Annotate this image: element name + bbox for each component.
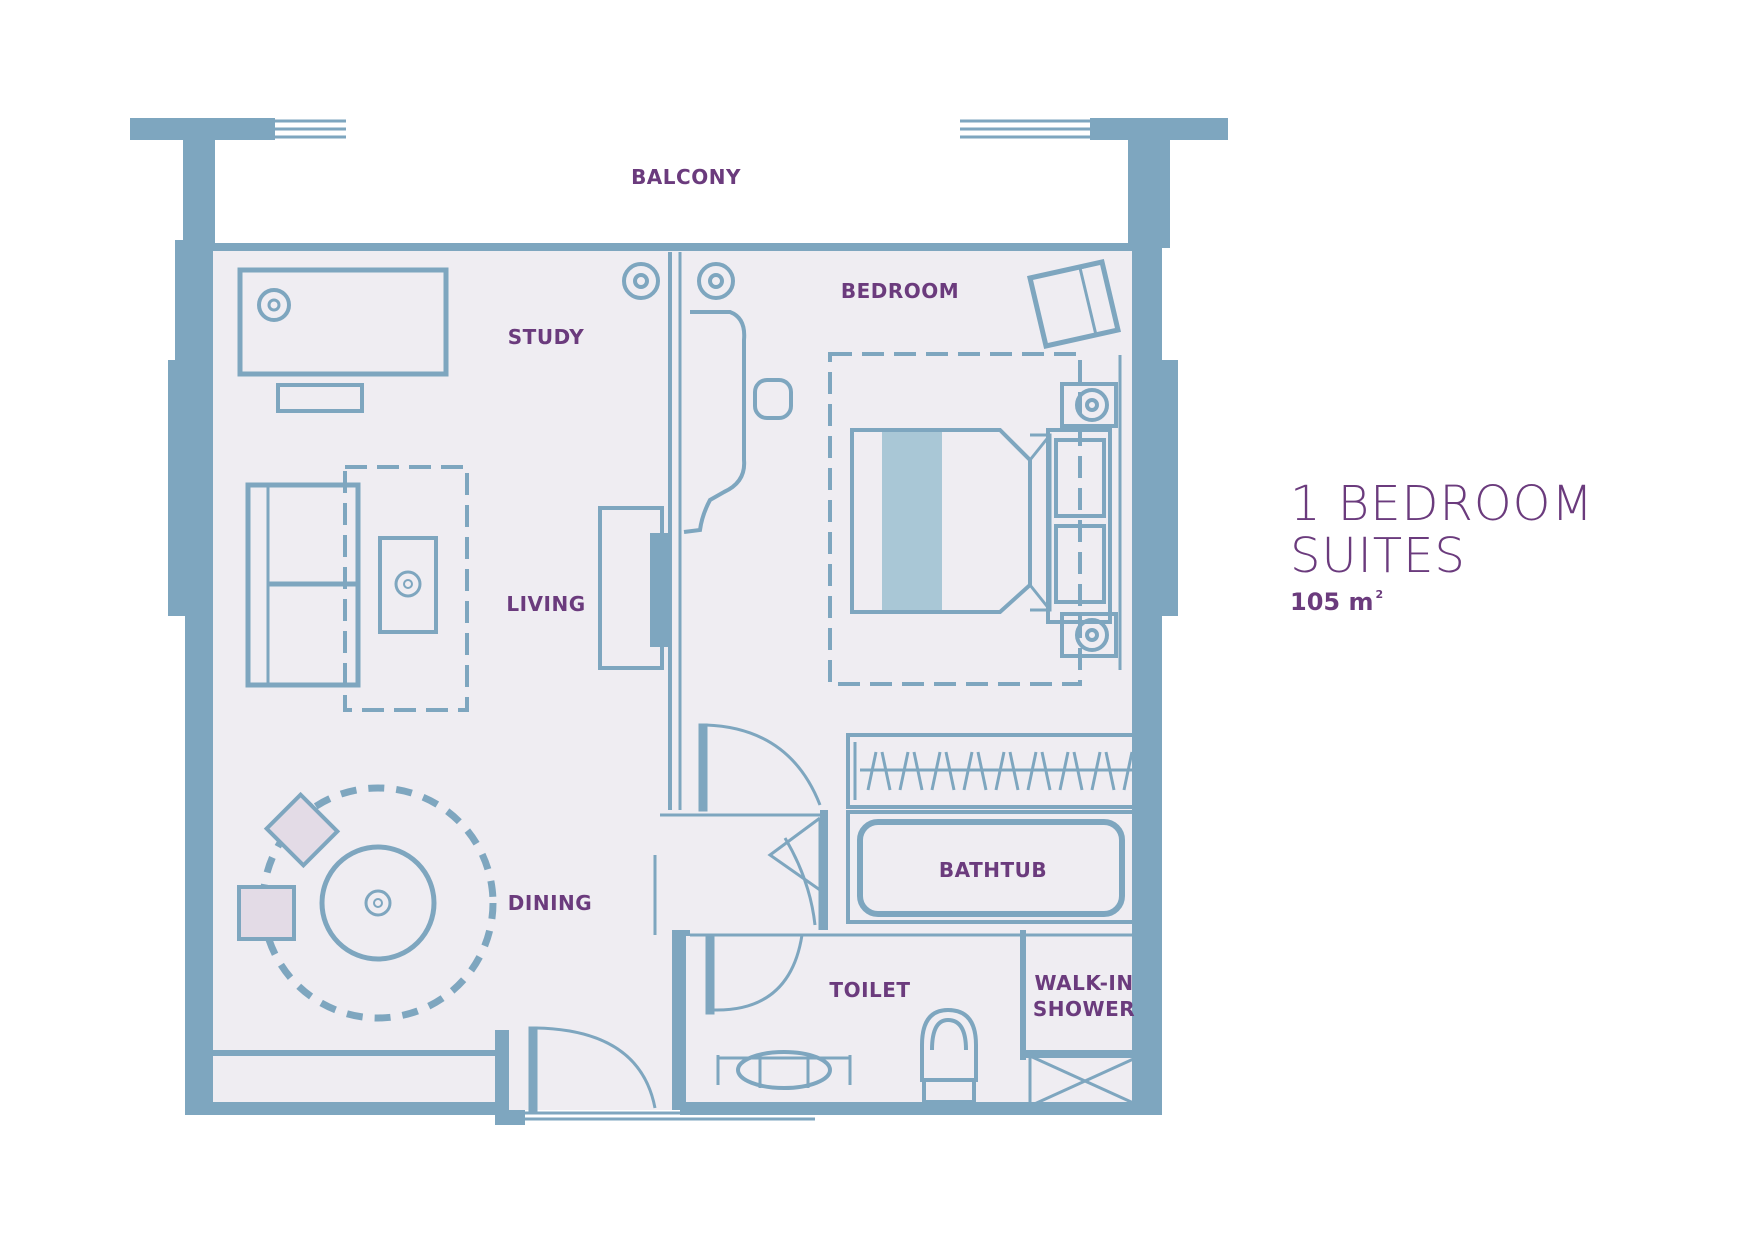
- room-label-shower-line2: SHOWER: [1033, 997, 1135, 1021]
- living-rug: [343, 465, 469, 712]
- vanity-sink: [716, 1050, 852, 1090]
- vase-center: [403, 579, 413, 589]
- room-label-bathtub: BATHTUB: [939, 858, 1047, 882]
- sofa: [245, 482, 361, 688]
- room-label-living: LIVING: [506, 592, 585, 616]
- floor-lamp-icon: [622, 262, 735, 300]
- desk-lamp-icon: [257, 288, 291, 322]
- outer-walls: [168, 240, 1178, 1125]
- room-label-shower: WALK-IN: [1034, 971, 1133, 995]
- suite-area-unit: 2: [1375, 588, 1384, 601]
- study-desk: [237, 267, 449, 377]
- bedside-lamp-icon: [1060, 382, 1118, 658]
- dining-chair: [237, 885, 296, 941]
- desk-stool: [276, 383, 364, 413]
- tv-unit: [598, 506, 668, 670]
- bed: [850, 428, 1052, 614]
- room-label-toilet: TOILET: [829, 978, 910, 1002]
- dining-table: [319, 844, 437, 962]
- interior-partition: [668, 252, 682, 810]
- bathtub: [846, 810, 1140, 924]
- room-label-balcony: BALCONY: [631, 165, 741, 189]
- suite-area-value: 105 m: [1290, 588, 1374, 616]
- balcony-window-lines: [272, 119, 1092, 139]
- coffee-table-vase-icon: [394, 570, 422, 598]
- suite-title-line2: SUITES: [1290, 528, 1466, 584]
- dining-vase-center: [373, 898, 383, 908]
- entry-door: [525, 1026, 815, 1121]
- bathroom-door: [767, 816, 822, 930]
- bed-rug: [828, 352, 1082, 686]
- bathroom-walls: [672, 810, 1150, 1110]
- bedroom-armchair: [1026, 259, 1122, 349]
- bedroom-console: [683, 310, 793, 534]
- headboard-pillows: [1046, 355, 1122, 670]
- dining-vase-icon: [364, 889, 392, 917]
- room-label-bedroom: BEDROOM: [841, 279, 959, 303]
- entry-console: [212, 1050, 497, 1056]
- balcony-railing: [130, 118, 1228, 248]
- bedroom-door: [698, 723, 822, 812]
- toilet-door: [705, 933, 804, 1015]
- desk-lamp-center: [267, 298, 281, 312]
- shower-tray: [1028, 1054, 1142, 1108]
- dining-chair: [263, 791, 341, 869]
- dining-rug: [259, 784, 497, 1022]
- room-label-dining: DINING: [508, 891, 592, 915]
- coffee-table: [378, 536, 438, 634]
- toilet-fixture: [920, 1007, 978, 1104]
- room-label-study: STUDY: [508, 325, 584, 349]
- suite-title-line1: 1 BEDROOM: [1290, 476, 1594, 532]
- bathroom-thin-lines: [653, 813, 1145, 937]
- wardrobe: [846, 733, 1140, 809]
